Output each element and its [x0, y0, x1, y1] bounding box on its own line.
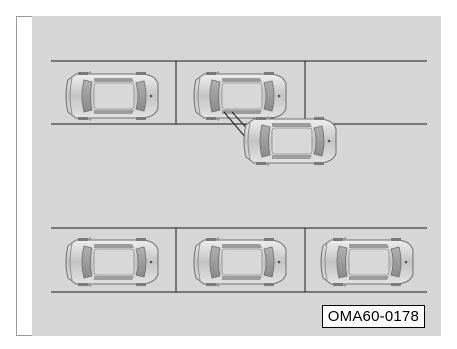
- figure-code-label: OMA60-0178: [322, 305, 425, 328]
- parking-scene: OMA60-0178: [32, 16, 441, 336]
- parked-car-icon: [66, 237, 158, 287]
- parked-car-icon: [194, 237, 286, 287]
- parked-car-icon: [194, 71, 286, 121]
- parking-diagram: [32, 16, 441, 336]
- moving-car-icon: [244, 116, 336, 166]
- parked-car-icon: [321, 237, 413, 287]
- parked-car-icon: [66, 71, 158, 121]
